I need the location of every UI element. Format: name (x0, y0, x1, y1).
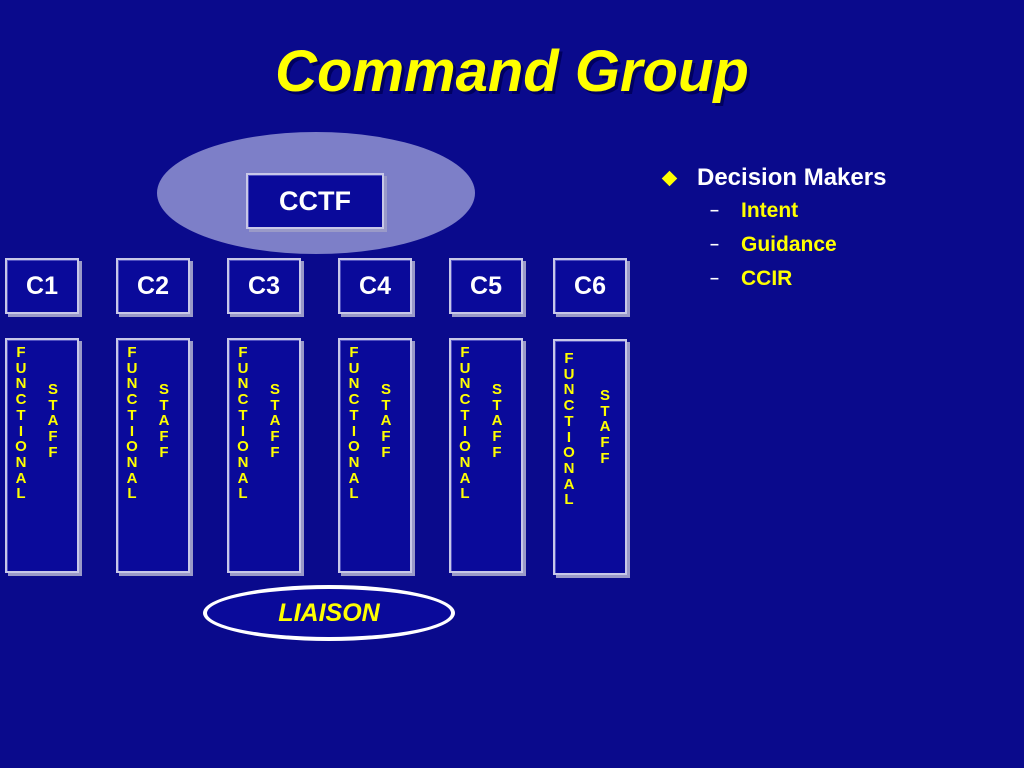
dash-bullet-icon: – (710, 270, 719, 287)
sub-bullet-item: – Intent (660, 194, 886, 228)
sub-bullet-item: – CCIR (660, 262, 886, 296)
bullet-list: Decision Makers – Intent – Guidance – CC… (660, 162, 886, 296)
sub-bullet-text: Intent (741, 199, 799, 222)
dash-bullet-icon: – (710, 236, 719, 253)
c5-box: C5 (449, 258, 523, 314)
c3-box: C3 (227, 258, 301, 314)
slide-title: Command Group (275, 39, 749, 104)
bullet-item: Decision Makers (660, 162, 886, 194)
c1-box: C1 (5, 258, 79, 314)
c2-box: C2 (116, 258, 190, 314)
c4-box: C4 (338, 258, 412, 314)
bullet-text: Decision Makers (697, 164, 887, 191)
liaison-ellipse: LIAISON (203, 585, 455, 641)
dash-bullet-icon: – (710, 202, 719, 219)
c6-box: C6 (553, 258, 627, 314)
cctf-box: CCTF (246, 173, 384, 229)
sub-bullet-item: – Guidance (660, 228, 886, 262)
sub-bullet-text: Guidance (741, 233, 837, 256)
sub-bullet-text: CCIR (741, 267, 793, 290)
diamond-bullet-icon (661, 170, 678, 187)
